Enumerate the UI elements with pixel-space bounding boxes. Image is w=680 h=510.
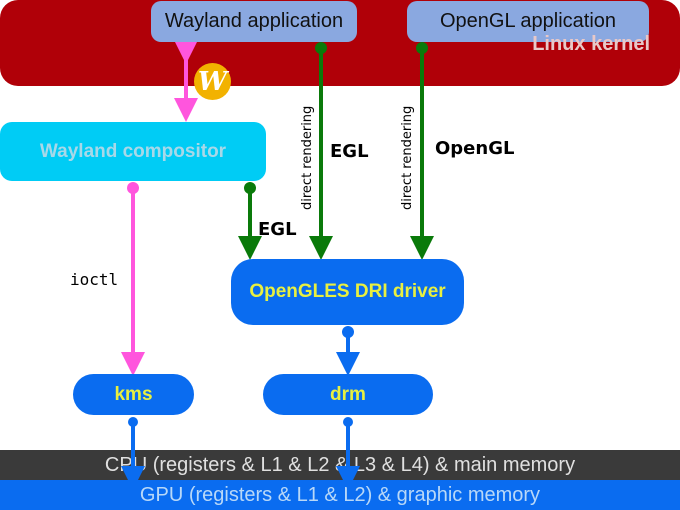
drm-node: drm — [263, 374, 433, 415]
egl-app-label: EGL — [330, 141, 369, 162]
opengles-dri-driver-node: OpenGLES DRI driver — [231, 259, 464, 325]
linux-kernel-label: Linux kernel — [532, 33, 650, 55]
wayland-compositor-node: Wayland compositor — [0, 122, 266, 181]
egl-compositor-label: EGL — [258, 219, 297, 240]
kms-node: kms — [73, 374, 194, 415]
wayland-logo-icon: W — [194, 63, 231, 100]
gpu-memory-bar: GPU (registers & L1 & L2) & graphic memo… — [0, 480, 680, 510]
direct-rendering-label-2: direct rendering — [400, 105, 415, 210]
opengl-application-node: OpenGL application — [407, 1, 649, 42]
cpu-memory-label: CPU (registers & L1 & L2 & L3 & L4) & ma… — [104, 453, 576, 476]
direct-rendering-label-1: direct rendering — [300, 105, 315, 210]
cpu-memory-bar: CPU (registers & L1 & L2 & L3 & L4) & ma… — [0, 450, 680, 480]
opengl-label: OpenGL — [435, 138, 515, 159]
gpu-memory-label: GPU (registers & L1 & L2) & graphic memo… — [139, 483, 541, 506]
wayland-application-node: Wayland application — [151, 1, 357, 42]
ioctl-label: ioctl — [70, 270, 119, 289]
